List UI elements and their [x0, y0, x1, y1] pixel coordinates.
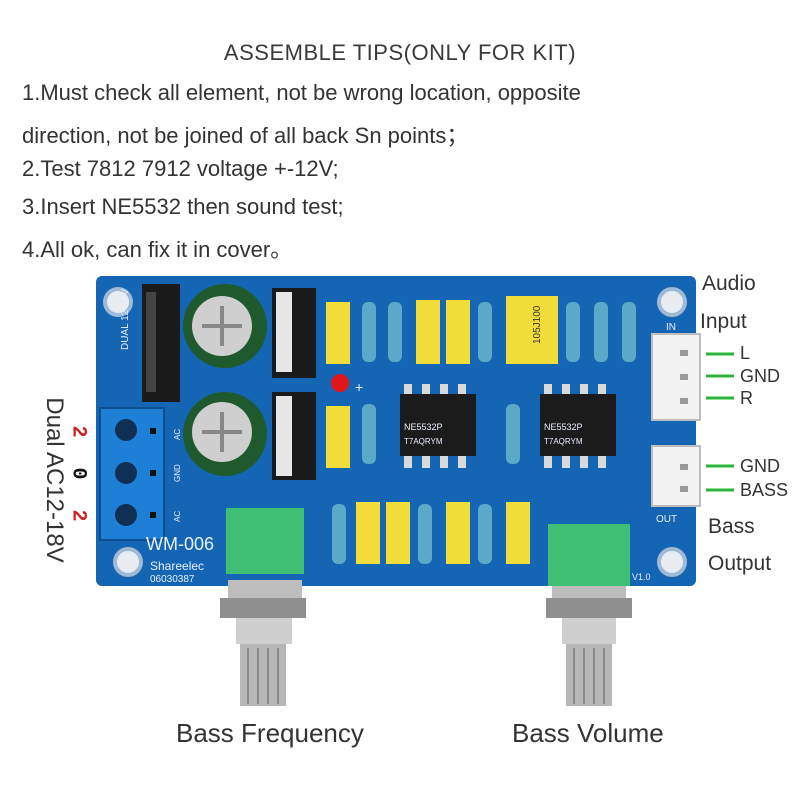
silk-dual: DUAL 12-18V [120, 288, 131, 350]
bass-volume-potentiometer [546, 524, 632, 706]
film-capacitor [506, 502, 530, 564]
film-capacitor [386, 502, 410, 564]
out-pin-bass-label: BASS [740, 480, 789, 500]
silk-version: V1.0 [632, 572, 651, 582]
ic-chip [540, 384, 616, 468]
board-model: WM-006 [146, 534, 214, 554]
bass-frequency-label: Bass Frequency [176, 718, 364, 748]
pin-l-label: L [740, 343, 751, 363]
electrolytic-capacitor [183, 392, 267, 476]
silk-gnd: GND [173, 464, 182, 482]
board-serial: 06030387 [150, 574, 195, 585]
silk-ac: AC [173, 429, 182, 440]
silk-ac: AC [173, 511, 182, 522]
led-indicator [331, 374, 349, 392]
electrolytic-capacitor [183, 284, 267, 368]
output-label: Output [708, 552, 772, 575]
pin-gnd-label: GND [740, 366, 780, 386]
silk-plus: + [355, 379, 363, 395]
chip-right-code: T7AQRYM [544, 437, 583, 446]
resistor [622, 302, 636, 362]
bass-volume-label: Bass Volume [512, 718, 664, 748]
board-brand: Shareelec [150, 559, 204, 573]
voltage-regulator [142, 284, 180, 402]
tip-line: 3.Insert NE5532 then sound test; [22, 194, 344, 219]
ic-chip [400, 384, 476, 468]
audio-label: Audio [702, 272, 756, 295]
pin-r-label: R [740, 388, 753, 408]
power-input-label: Dual AC12-18V [41, 397, 68, 563]
resistor [478, 302, 492, 362]
film-capacitor [356, 502, 380, 564]
ac-left-middle: 0 [66, 467, 90, 480]
film-capacitor [446, 300, 470, 364]
silk-in: IN [666, 322, 676, 333]
resistor [362, 404, 376, 464]
chip-right-label: NE5532P [544, 422, 583, 432]
chip-left-label: NE5532P [404, 422, 443, 432]
output-connector [651, 445, 701, 507]
film-cap-code: 105J100 [532, 305, 543, 344]
film-capacitor [326, 406, 350, 468]
screw-terminal [99, 407, 165, 541]
resistor [362, 302, 376, 362]
mounting-hole [113, 547, 143, 577]
voltage-regulator [272, 392, 316, 480]
resistor [594, 302, 608, 362]
bass-label: Bass [708, 515, 755, 538]
mounting-hole [657, 287, 687, 317]
ac-left-top: 2 [66, 425, 90, 438]
input-label: Input [700, 310, 747, 333]
film-capacitor [416, 300, 440, 364]
bass-frequency-potentiometer [220, 508, 306, 706]
film-capacitor [506, 296, 558, 364]
resistor [388, 302, 402, 362]
input-connector [651, 333, 701, 421]
ac-left-bottom: 2 [66, 509, 90, 522]
tip-line: direction, not be joined of all back Sn … [22, 123, 469, 148]
film-capacitor [446, 502, 470, 564]
resistor [478, 504, 492, 564]
resistor [506, 404, 520, 464]
film-capacitor [326, 302, 350, 364]
pin-lines [706, 352, 734, 492]
silk-out: OUT [656, 514, 677, 525]
tip-line: 2.Test 7812 7912 voltage +-12V; [22, 156, 339, 181]
tip-line: 1.Must check all element, not be wrong l… [22, 80, 581, 105]
resistor [332, 504, 346, 564]
assemble-tips-title: ASSEMBLE TIPS(ONLY FOR KIT) [223, 40, 577, 65]
mounting-hole [103, 287, 133, 317]
chip-left-code: T7AQRYM [404, 437, 443, 446]
voltage-regulator [272, 288, 316, 378]
resistor [566, 302, 580, 362]
out-pin-gnd-label: GND [740, 456, 780, 476]
tip-line: 4.All ok, can fix it in cover。 [22, 237, 293, 262]
mounting-hole [657, 547, 687, 577]
resistor [418, 504, 432, 564]
